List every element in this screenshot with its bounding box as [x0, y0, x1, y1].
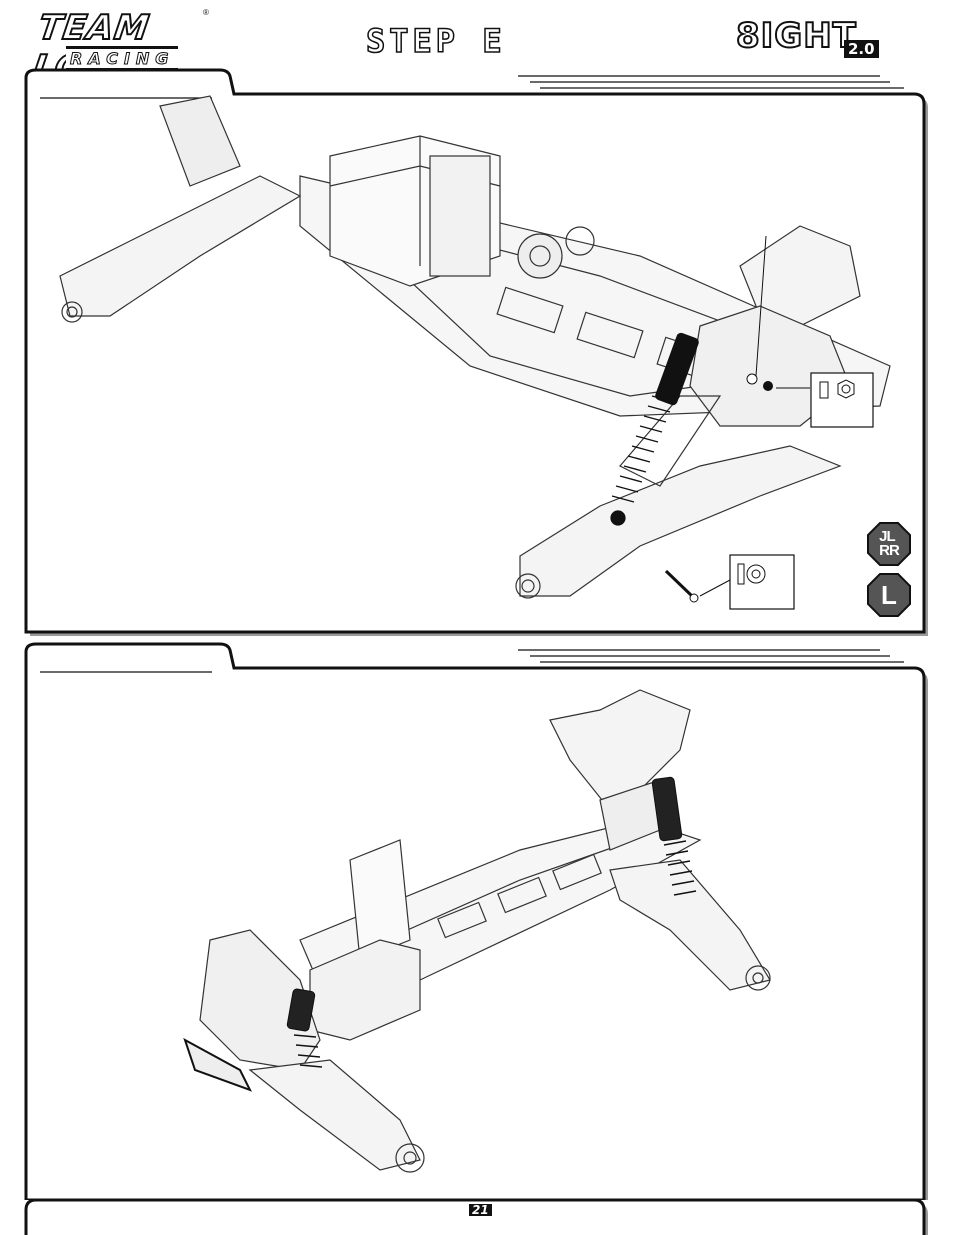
logo-product-name: 8IGHT — [736, 16, 857, 56]
page-footer: 21 — [0, 1196, 954, 1235]
chassis-drawing-bottom — [0, 640, 954, 1200]
hardware-callout-screw — [666, 555, 794, 609]
step-title: STEP E — [366, 22, 506, 60]
hardware-callout-nut — [811, 373, 873, 427]
left-side-badge: L — [867, 573, 911, 617]
eight-2-logo: 8IGHT 2.0 — [736, 10, 896, 68]
assembly-panel-bottom — [0, 640, 954, 1200]
chassis-drawing-top — [0, 66, 954, 646]
logo-product-version: 2.0 — [844, 40, 879, 58]
registered-mark-icon: ® — [203, 8, 209, 17]
page-number: 21 — [469, 1204, 492, 1216]
page-header: TEAM LOSI RACING ® STEP E 8IGHT 2.0 — [0, 0, 954, 72]
team-losi-racing-logo: TEAM LOSI RACING — [36, 8, 248, 64]
left-side-label: L — [867, 573, 911, 617]
